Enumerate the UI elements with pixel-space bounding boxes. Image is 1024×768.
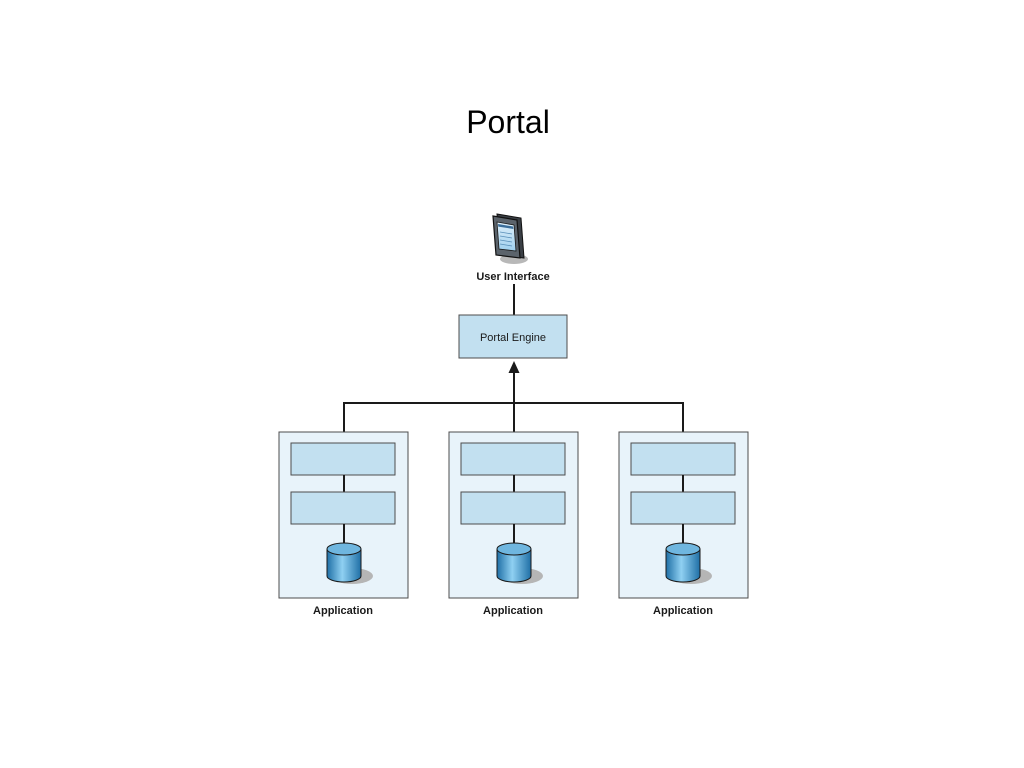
database-icon bbox=[665, 542, 712, 584]
arrow-up-icon bbox=[508, 361, 520, 373]
application-layer-box bbox=[630, 442, 736, 476]
application-layer-box bbox=[460, 442, 566, 476]
application-label: Application bbox=[313, 605, 373, 617]
application-layer-box bbox=[460, 491, 566, 525]
slide-title: Portal bbox=[466, 104, 550, 140]
application-layer-box bbox=[290, 491, 396, 525]
portal-engine-label: Portal Engine bbox=[480, 332, 546, 344]
database-icon bbox=[326, 542, 373, 584]
application-block: Application bbox=[278, 431, 409, 617]
database-icon bbox=[496, 542, 543, 584]
portal-engine-box bbox=[458, 314, 568, 359]
application-label: Application bbox=[653, 605, 713, 617]
user-interface-icon bbox=[492, 213, 528, 264]
user-interface-label: User Interface bbox=[476, 271, 549, 283]
application-label: Application bbox=[483, 605, 543, 617]
application-layer-box bbox=[630, 491, 736, 525]
application-block: Application bbox=[448, 431, 579, 617]
application-layer-box bbox=[290, 442, 396, 476]
application-block: Application bbox=[618, 431, 749, 617]
